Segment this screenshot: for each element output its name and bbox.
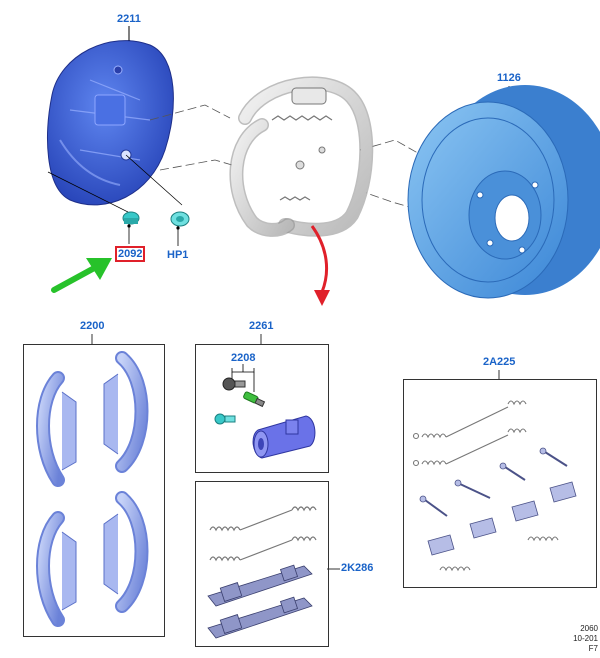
callout-shoe-set[interactable]: 2200 [80, 320, 105, 332]
adjuster-kit-box [195, 481, 329, 647]
assembly-dashes [149, 104, 431, 211]
callout-hardware-kit[interactable]: 2A225 [483, 356, 516, 368]
wheel-cylinder-part[interactable] [214, 413, 316, 459]
brake-drum-part[interactable] [407, 85, 600, 299]
callout-adjuster-kit[interactable]: 2K286 [341, 562, 374, 574]
hardware-kit-part[interactable] [412, 400, 577, 572]
adjuster-kit-part[interactable] [207, 506, 340, 639]
callout-plug-highlighted[interactable]: 2092 [115, 246, 146, 262]
callout-wheel-cylinder[interactable]: 2261 [249, 320, 274, 332]
plug-2092-part[interactable] [122, 211, 140, 244]
backing-plate-part[interactable] [47, 26, 174, 206]
bleeder-screw-part[interactable] [222, 377, 266, 408]
reference-line-1: 2060 [580, 624, 598, 633]
reference-line-3: F7 [588, 644, 598, 653]
reference-line-2: 10-201 [573, 634, 598, 643]
shoe-set-part[interactable] [36, 351, 149, 627]
callout-drum[interactable]: 1126 [497, 72, 521, 84]
bleeder-bracket [231, 364, 255, 392]
wheel-cylinder-box [195, 344, 329, 473]
red-pointer-arrow [310, 225, 330, 306]
shoe-assembly-part[interactable] [229, 76, 374, 237]
shoe-set-box [23, 344, 165, 637]
green-pointer-arrow [51, 258, 112, 293]
diagram-reference: 2060 10-201 F7 [573, 624, 598, 654]
callout-backing-plate[interactable]: 2211 [117, 13, 141, 25]
callout-bleeder[interactable]: 2208 [231, 352, 256, 364]
callout-plug-hp[interactable]: HP1 [167, 249, 189, 261]
plug-hp1-part[interactable] [170, 211, 190, 246]
hardware-kit-box [403, 379, 597, 588]
